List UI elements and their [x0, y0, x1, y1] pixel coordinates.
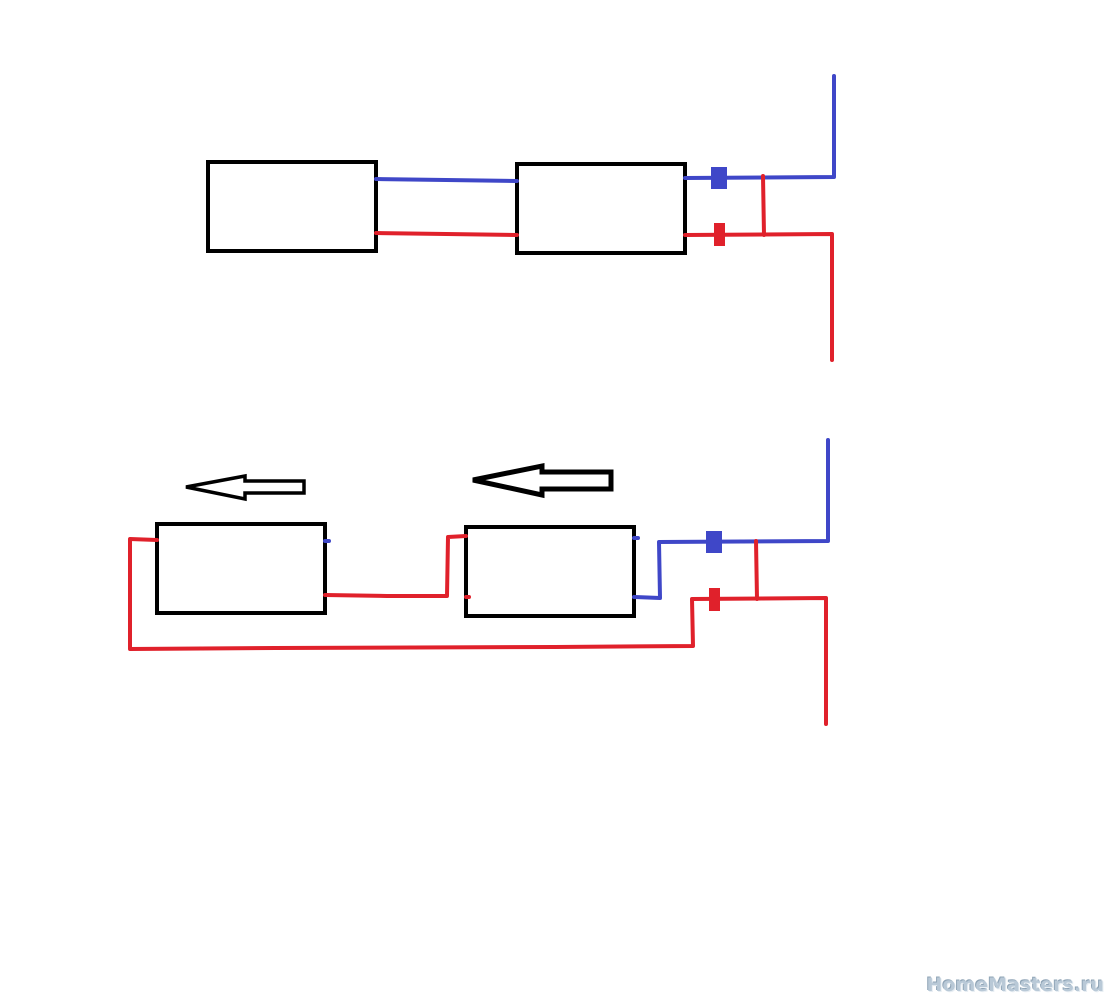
flow-arrow-left [185, 473, 306, 502]
bottom-radiator-right [464, 525, 636, 618]
top-red-valve [714, 223, 725, 246]
top-radiator-left [206, 160, 378, 253]
watermark-logo-text: HomeMasters.ru [926, 974, 1104, 996]
top-blue-valve [711, 167, 727, 189]
bottom-red-link [323, 534, 468, 598]
top-blue-link [374, 177, 519, 183]
top-red-bypass [761, 174, 766, 237]
bottom-scheme [128, 438, 830, 726]
bottom-red-valve [709, 588, 720, 611]
top-blue-riser [683, 74, 836, 180]
flow-arrow-right [472, 462, 614, 499]
bottom-blue-valve [706, 531, 722, 553]
bottom-red-bypass [754, 539, 759, 601]
bottom-blue-riser [632, 438, 830, 600]
top-red-riser [683, 232, 834, 362]
top-radiator-right [515, 162, 687, 255]
top-scheme [206, 74, 836, 362]
bottom-red-loop [128, 537, 828, 726]
bottom-radiator-left [155, 522, 327, 615]
top-red-link [374, 231, 519, 237]
